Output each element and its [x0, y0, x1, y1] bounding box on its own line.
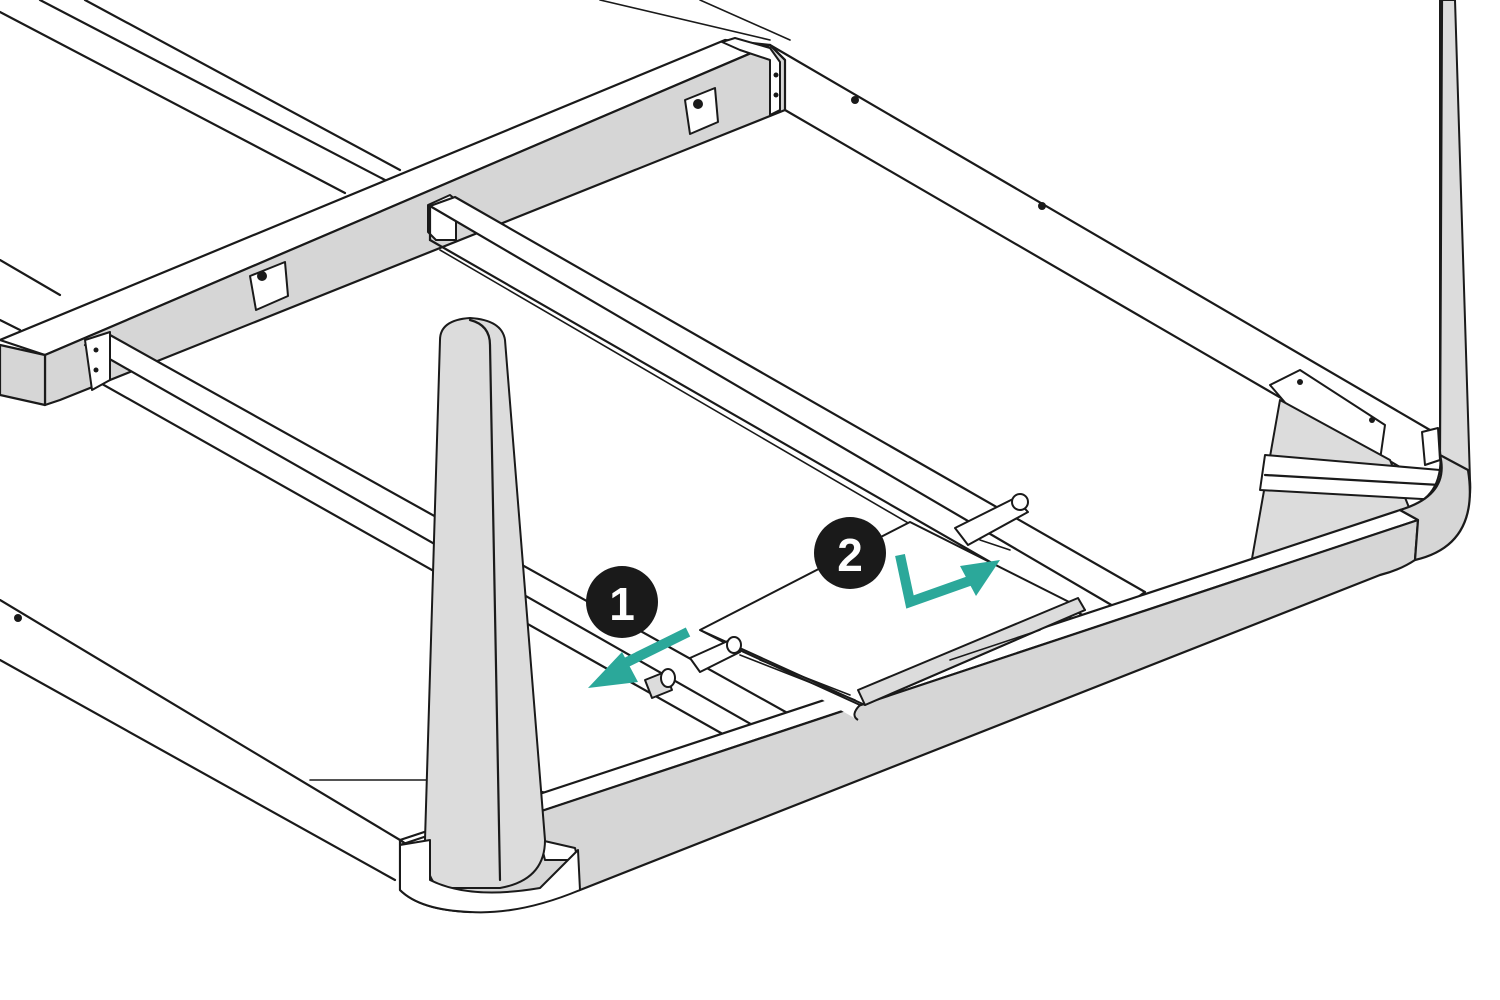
background-beams — [0, 0, 791, 332]
step-number-1: 1 — [609, 578, 635, 630]
right-leg-bracket — [1249, 369, 1442, 571]
step-badge-1: 1 — [586, 566, 658, 638]
pull-arrow — [588, 627, 691, 688]
front-leg — [399, 317, 581, 914]
rotate-slide-arrow — [895, 553, 1000, 609]
step-badge-2: 2 — [814, 517, 886, 589]
step-number-2: 2 — [837, 529, 863, 581]
